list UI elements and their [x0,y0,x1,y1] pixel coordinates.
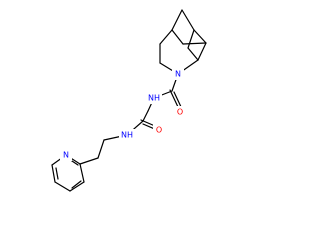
bond [97,139,105,159]
amide-oxygen-atom: O [153,124,165,136]
svg-text:O: O [156,126,162,135]
bond [187,29,195,49]
bond [169,89,179,108]
bond [54,181,71,192]
structure-canvas: N O NH O NH N [51,9,207,192]
svg-text:O: O [177,108,183,117]
bond [159,29,173,45]
bond [79,163,85,183]
svg-text:NH: NH [148,94,160,103]
bond [171,9,183,31]
atom-label-layer: N O NH O NH N [60,68,186,161]
bond [79,157,99,165]
bond [171,29,184,45]
pyridine-nitrogen-atom: N [60,149,72,161]
bond-layer [51,9,207,192]
bond [71,180,82,189]
bond [193,29,207,44]
bond [197,42,207,61]
svg-text:NH: NH [121,131,133,140]
bond [51,164,56,183]
ring-nitrogen-atom: N [172,68,184,80]
bond [142,110,149,122]
amide-nh-atom: NH [119,129,135,141]
molecule-structure: N O NH O NH N [51,9,207,192]
bond [187,47,199,61]
bond [69,181,85,192]
svg-text:N: N [175,70,181,79]
urea-nh-atom: NH [146,92,162,104]
bond [181,9,195,31]
svg-text:N: N [63,151,69,160]
urea-oxygen-atom: O [174,106,186,118]
bond [182,42,207,45]
bond [55,167,59,180]
